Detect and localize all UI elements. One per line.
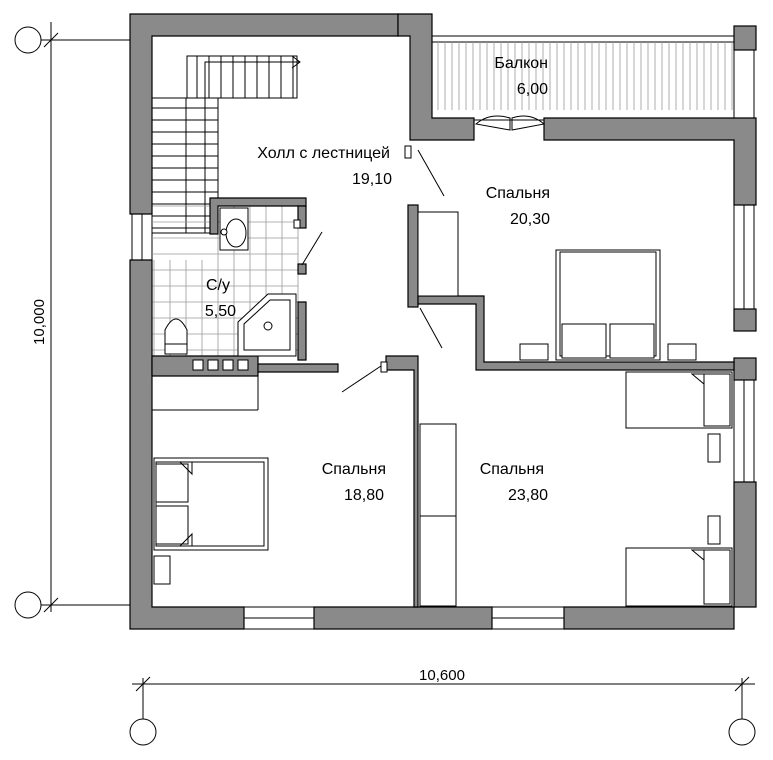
doors (293, 115, 546, 393)
bedroom1-area: 20,30 (510, 211, 550, 228)
balcony (431, 35, 755, 121)
balcony-name: Балкон (494, 55, 548, 72)
bathroom-area: 5,50 (205, 303, 236, 320)
dimension-width-label: 10,600 (419, 667, 465, 684)
bedroom1-name: Спальня (486, 185, 550, 202)
balcony-area: 6,00 (517, 81, 548, 98)
bedroom2-area: 18,80 (344, 487, 384, 504)
bedroom3-area: 23,80 (508, 487, 548, 504)
toilet (164, 318, 188, 345)
bathroom-name: С/у (206, 277, 230, 294)
walls (129, 13, 757, 630)
hall-name: Холл с лестницей (257, 145, 390, 162)
axis-marker-top (14, 26, 42, 54)
axis-marker-left (129, 718, 157, 746)
shower-cabin (237, 293, 297, 357)
bedroom3-furniture (419, 371, 733, 607)
toilet-tank (164, 343, 188, 355)
sink (225, 218, 247, 248)
dimension-horizontal: 10,600 (129, 667, 756, 746)
bedroom2-furniture (153, 457, 269, 585)
wardrobe (419, 423, 457, 607)
bedroom3-name: Спальня (480, 461, 544, 478)
bedroom1-furniture (417, 211, 697, 361)
dimension-vertical: 10,000 (14, 22, 130, 619)
hall-area: 19,10 (352, 171, 392, 188)
axis-marker-bottom (14, 591, 42, 619)
dimension-height-label: 10,000 (31, 299, 48, 345)
bathroom-fixtures (152, 207, 297, 411)
balcony-railing (437, 42, 733, 110)
wardrobe (417, 211, 459, 297)
room-labels: Холл с лестницей 19,10 Балкон 6,00 Спаль… (205, 55, 550, 504)
axis-marker-right (728, 718, 756, 746)
staircase (151, 55, 301, 234)
bedroom2-name: Спальня (322, 461, 386, 478)
